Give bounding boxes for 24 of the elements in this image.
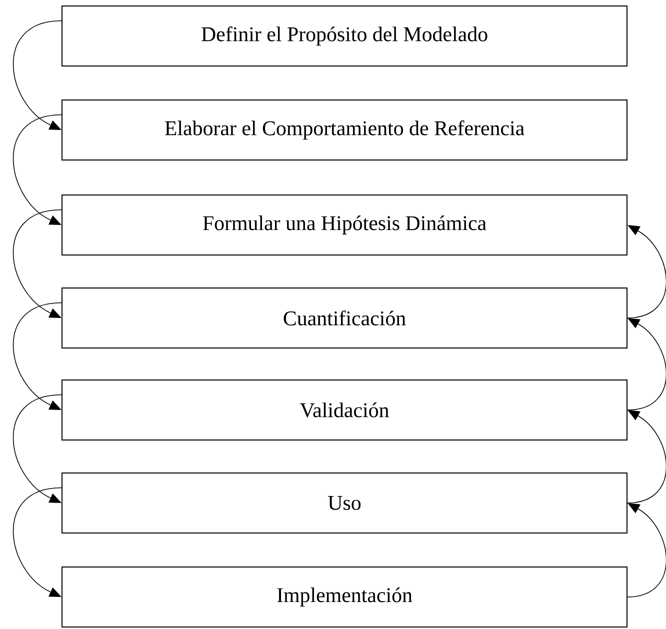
- box-label: Validación: [300, 402, 389, 418]
- box-label: Definir el Propósito del Modelado: [202, 26, 488, 46]
- process-box: [62, 472, 628, 534]
- arrow: [12, 394, 62, 503]
- arrow: [12, 209, 62, 318]
- arrow: [12, 487, 62, 597]
- arrow: [12, 302, 62, 410]
- box-label: Implementación: [277, 587, 412, 606]
- box-label: Formular una Hipótesis Dinámica: [203, 215, 486, 234]
- process-box: [62, 6, 628, 66]
- process-box: [62, 99, 628, 160]
- arrow: [12, 114, 62, 225]
- process-box: [62, 194, 628, 256]
- box-label: Cuantificación: [284, 310, 406, 326]
- process-box: [62, 379, 628, 440]
- arrow: [627, 503, 666, 598]
- arrow: [627, 225, 666, 318]
- box-label: Uso: [328, 496, 361, 510]
- arrow: [627, 318, 666, 410]
- box-label: Elaborar el Comportamiento de Referencia: [165, 120, 524, 140]
- process-box: [62, 566, 628, 628]
- process-box: [62, 287, 628, 348]
- arrow: [12, 20, 62, 130]
- arrow: [627, 410, 666, 504]
